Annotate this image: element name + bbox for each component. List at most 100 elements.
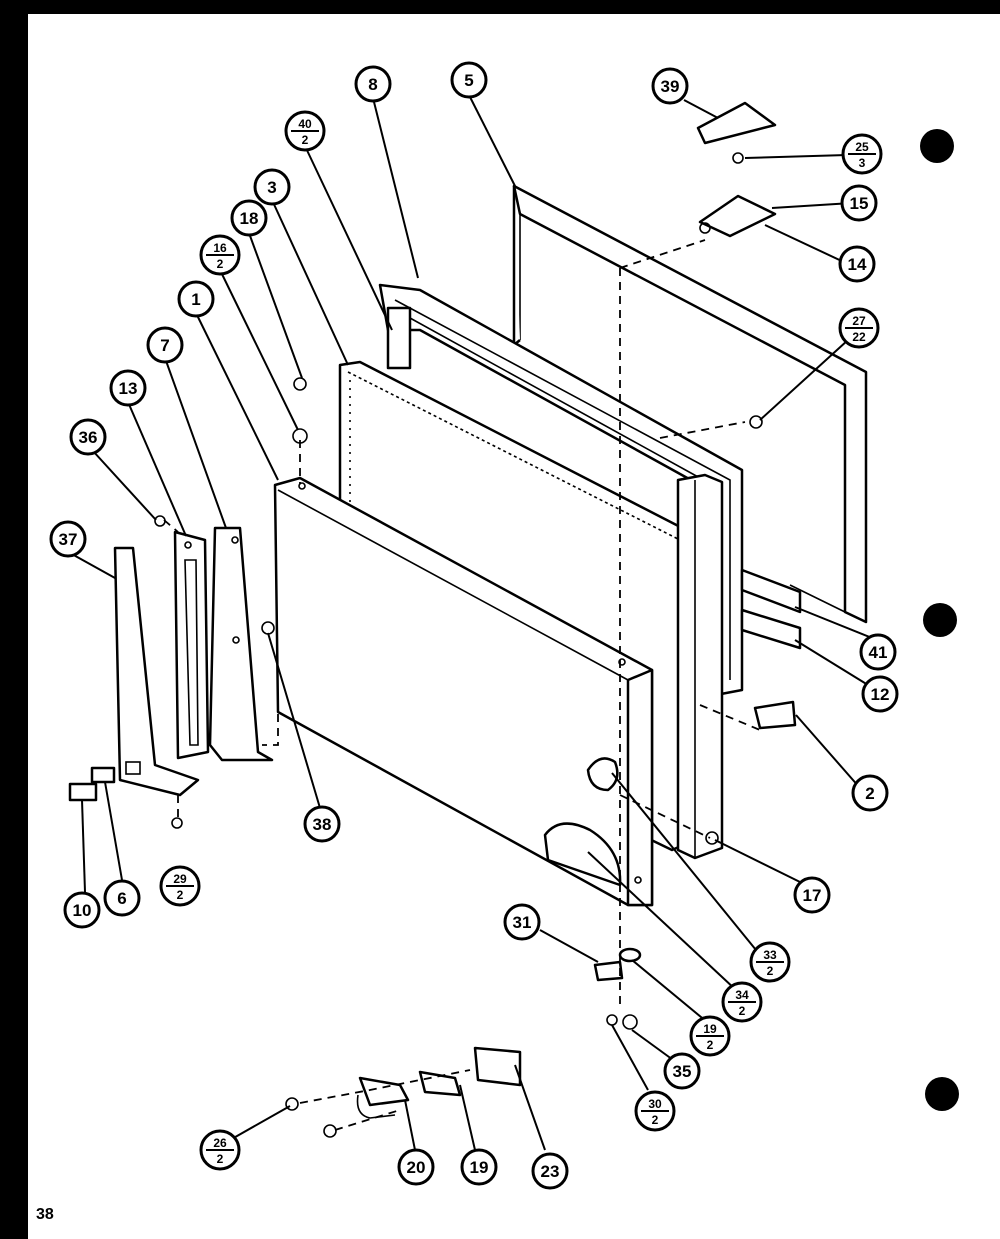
callout-number: 26 bbox=[213, 1136, 227, 1150]
page-number: 38 bbox=[36, 1206, 54, 1223]
part-7-bracket bbox=[208, 526, 274, 762]
callout-16: 162 bbox=[199, 234, 241, 276]
callout-30: 302 bbox=[634, 1090, 676, 1132]
callout-number: 14 bbox=[848, 255, 867, 274]
callout-quantity: 3 bbox=[859, 156, 866, 170]
callout-8: 8 bbox=[354, 65, 392, 103]
part-38-screw bbox=[261, 621, 275, 635]
callout-38: 38 bbox=[303, 805, 341, 843]
callout-number: 23 bbox=[541, 1162, 560, 1181]
callout-number: 19 bbox=[470, 1158, 489, 1177]
part-18-fastener bbox=[293, 377, 307, 391]
part-34-handle bbox=[543, 822, 622, 887]
part-6-clip bbox=[90, 766, 116, 784]
callout-number: 33 bbox=[763, 948, 777, 962]
callout-number: 36 bbox=[79, 428, 98, 447]
callout-number: 31 bbox=[513, 913, 532, 932]
callout-5: 5 bbox=[450, 61, 488, 99]
callout-quantity: 2 bbox=[739, 1004, 746, 1018]
callout-number: 13 bbox=[119, 379, 138, 398]
callout-12: 12 bbox=[861, 675, 899, 713]
callout-25: 253 bbox=[841, 133, 883, 175]
callout-quantity: 2 bbox=[217, 257, 224, 271]
bottom-hinge-assembly bbox=[285, 700, 797, 1138]
callout-33: 332 bbox=[749, 941, 791, 983]
callout-number: 35 bbox=[673, 1062, 692, 1081]
part-29-screw bbox=[171, 817, 183, 829]
callout-7: 7 bbox=[146, 326, 184, 364]
callout-39: 39 bbox=[651, 67, 689, 105]
callout-14: 14 bbox=[838, 245, 876, 283]
callout-2: 2 bbox=[851, 774, 889, 812]
callout-13: 13 bbox=[109, 369, 147, 407]
callout-17: 17 bbox=[793, 876, 831, 914]
part-36-screw bbox=[154, 515, 166, 527]
callout-35: 35 bbox=[663, 1052, 701, 1090]
punch-hole-bottom bbox=[925, 1077, 959, 1111]
callout-number: 20 bbox=[407, 1158, 426, 1177]
callout-31: 31 bbox=[503, 903, 541, 941]
callout-number: 27 bbox=[852, 314, 866, 328]
part-37-bracket bbox=[113, 546, 200, 797]
callout-number: 17 bbox=[803, 886, 822, 905]
callout-18: 18 bbox=[230, 199, 268, 237]
callout-10: 10 bbox=[63, 891, 101, 929]
callout-number: 19 bbox=[703, 1022, 717, 1036]
callout-1: 1 bbox=[177, 280, 215, 318]
callout-number: 30 bbox=[648, 1097, 662, 1111]
door-side-channel bbox=[676, 473, 724, 860]
callout-number: 12 bbox=[871, 685, 890, 704]
part-13-bracket bbox=[173, 530, 210, 760]
callout-number: 7 bbox=[160, 336, 169, 355]
callout-26: 262 bbox=[199, 1129, 241, 1171]
callout-number: 38 bbox=[313, 815, 332, 834]
callout-number: 3 bbox=[267, 178, 276, 197]
callout-number: 16 bbox=[213, 241, 227, 255]
part-14-15-top-hinge bbox=[698, 152, 777, 238]
callout-number: 29 bbox=[173, 872, 187, 886]
callout-19: 19 bbox=[460, 1148, 498, 1186]
callout-6: 6 bbox=[103, 879, 141, 917]
callout-number: 5 bbox=[464, 71, 473, 90]
callout-number: 37 bbox=[59, 530, 78, 549]
callout-20: 20 bbox=[397, 1148, 435, 1186]
callout-number: 8 bbox=[368, 75, 377, 94]
part-27-screw bbox=[749, 415, 763, 429]
callout-number: 18 bbox=[240, 209, 259, 228]
callout-3: 3 bbox=[253, 168, 291, 206]
callout-number: 6 bbox=[117, 889, 126, 908]
callout-number: 15 bbox=[850, 194, 869, 213]
callout-40: 402 bbox=[284, 110, 326, 152]
part-1-door-panel bbox=[273, 476, 654, 907]
punch-hole-top bbox=[920, 129, 954, 163]
part-5-gasket bbox=[512, 184, 868, 624]
callout-quantity: 2 bbox=[217, 1152, 224, 1166]
callout-23: 23 bbox=[531, 1152, 569, 1190]
part-39-hinge-cover bbox=[696, 101, 777, 145]
callout-number: 41 bbox=[869, 643, 888, 662]
callout-quantity: 2 bbox=[177, 888, 184, 902]
part-41-12-brackets bbox=[740, 568, 802, 650]
callout-36: 36 bbox=[69, 418, 107, 456]
callout-number: 2 bbox=[865, 784, 874, 803]
callout-quantity: 2 bbox=[767, 964, 774, 978]
callout-number: 40 bbox=[298, 117, 312, 131]
callout-37: 37 bbox=[49, 520, 87, 558]
part-10-label bbox=[68, 782, 98, 802]
callout-19b: 192 bbox=[689, 1015, 731, 1057]
callout-quantity: 22 bbox=[852, 330, 866, 344]
punch-hole-middle bbox=[923, 603, 957, 637]
callout-number: 1 bbox=[191, 290, 200, 309]
callout-number: 10 bbox=[73, 901, 92, 920]
callout-number: 25 bbox=[855, 140, 869, 154]
callout-34: 342 bbox=[721, 981, 763, 1023]
callout-41: 41 bbox=[859, 633, 897, 671]
callout-15: 15 bbox=[840, 184, 878, 222]
leader-lines bbox=[69, 94, 873, 1151]
callout-number: 39 bbox=[661, 77, 680, 96]
callout-quantity: 2 bbox=[302, 133, 309, 147]
